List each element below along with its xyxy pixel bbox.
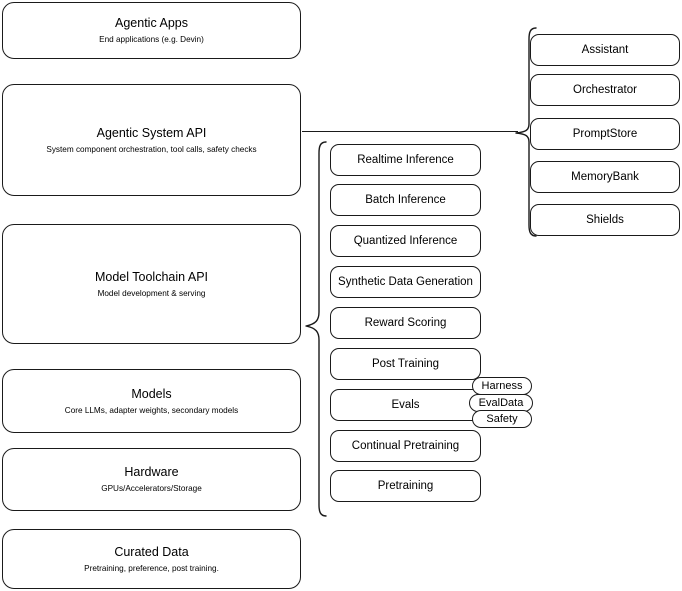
component-label: Continual Pretraining (351, 440, 460, 452)
component-label: Shields (586, 214, 624, 226)
component-label: MemoryBank (571, 171, 639, 183)
component-promptstore[interactable]: PromptStore (530, 118, 680, 150)
component-synthetic-data-generation[interactable]: Synthetic Data Generation (330, 266, 481, 298)
component-batch-inference[interactable]: Batch Inference (330, 184, 481, 216)
layer-title: Models (131, 386, 172, 401)
component-label: Synthetic Data Generation (338, 276, 473, 288)
eval-subcomponent-label: Harness (481, 380, 523, 392)
component-label: Pretraining (377, 480, 434, 492)
layer-box-agentic-apps[interactable]: Agentic Apps End applications (e.g. Devi… (2, 2, 301, 59)
component-pretraining[interactable]: Pretraining (330, 470, 481, 502)
component-post-training[interactable]: Post Training (330, 348, 481, 380)
layer-title: Curated Data (114, 544, 189, 559)
eval-subcomponent-harness[interactable]: Harness (472, 377, 532, 395)
layer-box-models[interactable]: Models Core LLMs, adapter weights, secon… (2, 369, 301, 433)
layer-title: Agentic Apps (115, 16, 188, 30)
brace-toolchain-components (304, 140, 328, 518)
component-reward-scoring[interactable]: Reward Scoring (330, 307, 481, 339)
component-quantized-inference[interactable]: Quantized Inference (330, 225, 481, 257)
component-label: Batch Inference (365, 194, 446, 206)
layer-box-model-toolchain-api[interactable]: Model Toolchain API Model development & … (2, 224, 301, 344)
eval-subcomponent-label: EvalData (478, 397, 524, 409)
component-memorybank[interactable]: MemoryBank (530, 161, 680, 193)
layer-box-hardware[interactable]: Hardware GPUs/Accelerators/Storage (2, 448, 301, 511)
layer-subtitle: End applications (e.g. Devin) (99, 35, 204, 44)
layer-box-agentic-system-api[interactable]: Agentic System API System component orch… (2, 84, 301, 196)
layer-subtitle: Model development & serving (97, 288, 206, 298)
layer-subtitle: Pretraining, preference, post training. (84, 563, 219, 573)
brace-system-components (514, 26, 538, 238)
component-assistant[interactable]: Assistant (530, 34, 680, 66)
component-label: PromptStore (572, 128, 638, 140)
component-orchestrator[interactable]: Orchestrator (530, 74, 680, 106)
connector-line-system-api (302, 131, 518, 132)
component-label: Post Training (371, 358, 440, 370)
eval-subcomponent-safety[interactable]: Safety (472, 410, 532, 428)
component-label: Quantized Inference (353, 235, 458, 247)
layer-subtitle: GPUs/Accelerators/Storage (101, 484, 202, 493)
eval-subcomponent-label: Safety (486, 413, 518, 425)
component-label: Orchestrator (573, 84, 637, 96)
component-continual-pretraining[interactable]: Continual Pretraining (330, 430, 481, 462)
component-label: Realtime Inference (357, 154, 454, 166)
layer-title: Hardware (124, 465, 179, 479)
component-evals[interactable]: Evals (330, 389, 481, 421)
layer-title: Agentic System API (96, 125, 207, 140)
component-label: Reward Scoring (364, 317, 447, 329)
component-label: Assistant (581, 44, 629, 56)
component-shields[interactable]: Shields (530, 204, 680, 236)
component-realtime-inference[interactable]: Realtime Inference (330, 144, 481, 176)
layer-subtitle: System component orchestration, tool cal… (46, 144, 257, 154)
layer-title: Model Toolchain API (94, 269, 209, 284)
component-label: Evals (391, 399, 420, 411)
layer-box-curated-data[interactable]: Curated Data Pretraining, preference, po… (2, 529, 301, 589)
layer-subtitle: Core LLMs, adapter weights, secondary mo… (64, 405, 239, 415)
